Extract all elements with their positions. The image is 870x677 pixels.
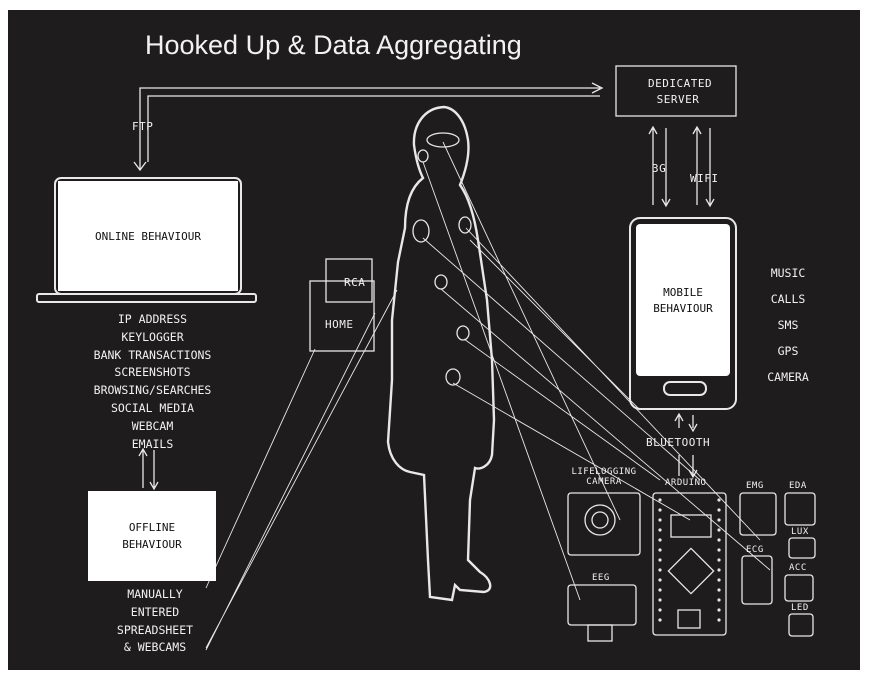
rca-label: RCA bbox=[344, 276, 366, 289]
server-label: DEDICATED SERVER bbox=[648, 77, 713, 106]
list-item: EMAILS bbox=[131, 436, 174, 451]
lux-device bbox=[788, 537, 816, 559]
emg-device bbox=[739, 492, 777, 536]
bluetooth-label: BLUETOOTH bbox=[646, 436, 711, 449]
led-label: LED bbox=[791, 603, 809, 613]
eda-device bbox=[784, 492, 816, 526]
eeg-label: EEG bbox=[592, 573, 610, 583]
online-behaviour-label: ONLINE BEHAVIOUR bbox=[95, 229, 201, 243]
emg-label: EMG bbox=[746, 481, 764, 491]
arduino-board bbox=[652, 492, 727, 636]
person-silhouette bbox=[386, 105, 496, 602]
list-item: KEYLOGGER bbox=[121, 329, 184, 344]
list-item: SOCIAL MEDIA bbox=[110, 400, 195, 415]
list-item: & WEBCAMS bbox=[123, 640, 187, 655]
list-item: SMS bbox=[777, 318, 799, 332]
3g-arrows bbox=[648, 125, 671, 208]
led-device bbox=[788, 613, 814, 637]
lifelogging-label-line1: LIFELOGGING bbox=[571, 467, 637, 477]
mobile-items-list: MUSIC CALLS SMS GPS CAMERA bbox=[748, 260, 828, 390]
list-item: ENTERED bbox=[130, 604, 180, 619]
wifi-arrows bbox=[692, 125, 715, 208]
ecg-device bbox=[741, 555, 773, 605]
list-item: CALLS bbox=[770, 292, 806, 306]
wifi-label: WIFI bbox=[690, 172, 719, 185]
list-item: WEBCAM bbox=[131, 418, 174, 433]
ftp-label: FTP bbox=[132, 120, 154, 133]
list-item: BANK TRANSACTIONS bbox=[93, 347, 212, 362]
phone-shape bbox=[629, 217, 737, 410]
home-box bbox=[309, 280, 375, 352]
list-item: CAMERA bbox=[767, 370, 809, 384]
arduino-label: ARDUINO bbox=[665, 478, 707, 488]
3g-label: 3G bbox=[652, 162, 667, 175]
list-item: MUSIC bbox=[770, 266, 806, 280]
lifelogging-camera-label: LIFELOGGING CAMERA bbox=[564, 467, 644, 487]
list-item: IP ADDRESS bbox=[117, 312, 188, 326]
offline-behaviour-label: OFFLINE BEHAVIOUR bbox=[88, 491, 216, 581]
lifelogging-label-line2: CAMERA bbox=[586, 477, 622, 487]
home-label: HOME bbox=[325, 318, 354, 331]
acc-label: ACC bbox=[789, 563, 807, 573]
mobile-behaviour-label: MOBILE BEHAVIOUR bbox=[636, 224, 730, 376]
lifelogging-camera-device bbox=[567, 492, 641, 556]
eda-label: EDA bbox=[789, 481, 807, 491]
diagram-title: Hooked Up & Data Aggregating bbox=[145, 30, 522, 60]
list-item: BROWSING/SEARCHES bbox=[93, 383, 212, 398]
list-item: GPS bbox=[777, 344, 799, 358]
arduino-pins bbox=[658, 498, 721, 622]
offline-label-line1: OFFLINE bbox=[128, 521, 176, 534]
list-item: SCREENSHOTS bbox=[114, 365, 191, 380]
phone-label-line1: MOBILE bbox=[663, 285, 703, 299]
server-label-line1: DEDICATED bbox=[648, 77, 713, 90]
list-item: SPREADSHEET bbox=[116, 622, 194, 637]
acc-device bbox=[784, 574, 814, 602]
server-box bbox=[615, 65, 737, 117]
server-label-line2: SERVER bbox=[656, 93, 700, 106]
list-item: MANUALLY bbox=[127, 587, 183, 601]
online-items-list: IP ADDRESS KEYLOGGER BANK TRANSACTIONS S… bbox=[60, 311, 245, 453]
ecg-label: ECG bbox=[746, 545, 764, 555]
phone-label-line2: BEHAVIOUR bbox=[653, 301, 713, 315]
offline-label-line2: BEHAVIOUR bbox=[122, 538, 182, 551]
ftp-arrow bbox=[139, 87, 600, 170]
eeg-device bbox=[567, 584, 637, 626]
offline-items-list: MANUALLY ENTERED SPREADSHEET & WEBCAMS bbox=[80, 586, 230, 657]
lux-label: LUX bbox=[791, 527, 809, 537]
